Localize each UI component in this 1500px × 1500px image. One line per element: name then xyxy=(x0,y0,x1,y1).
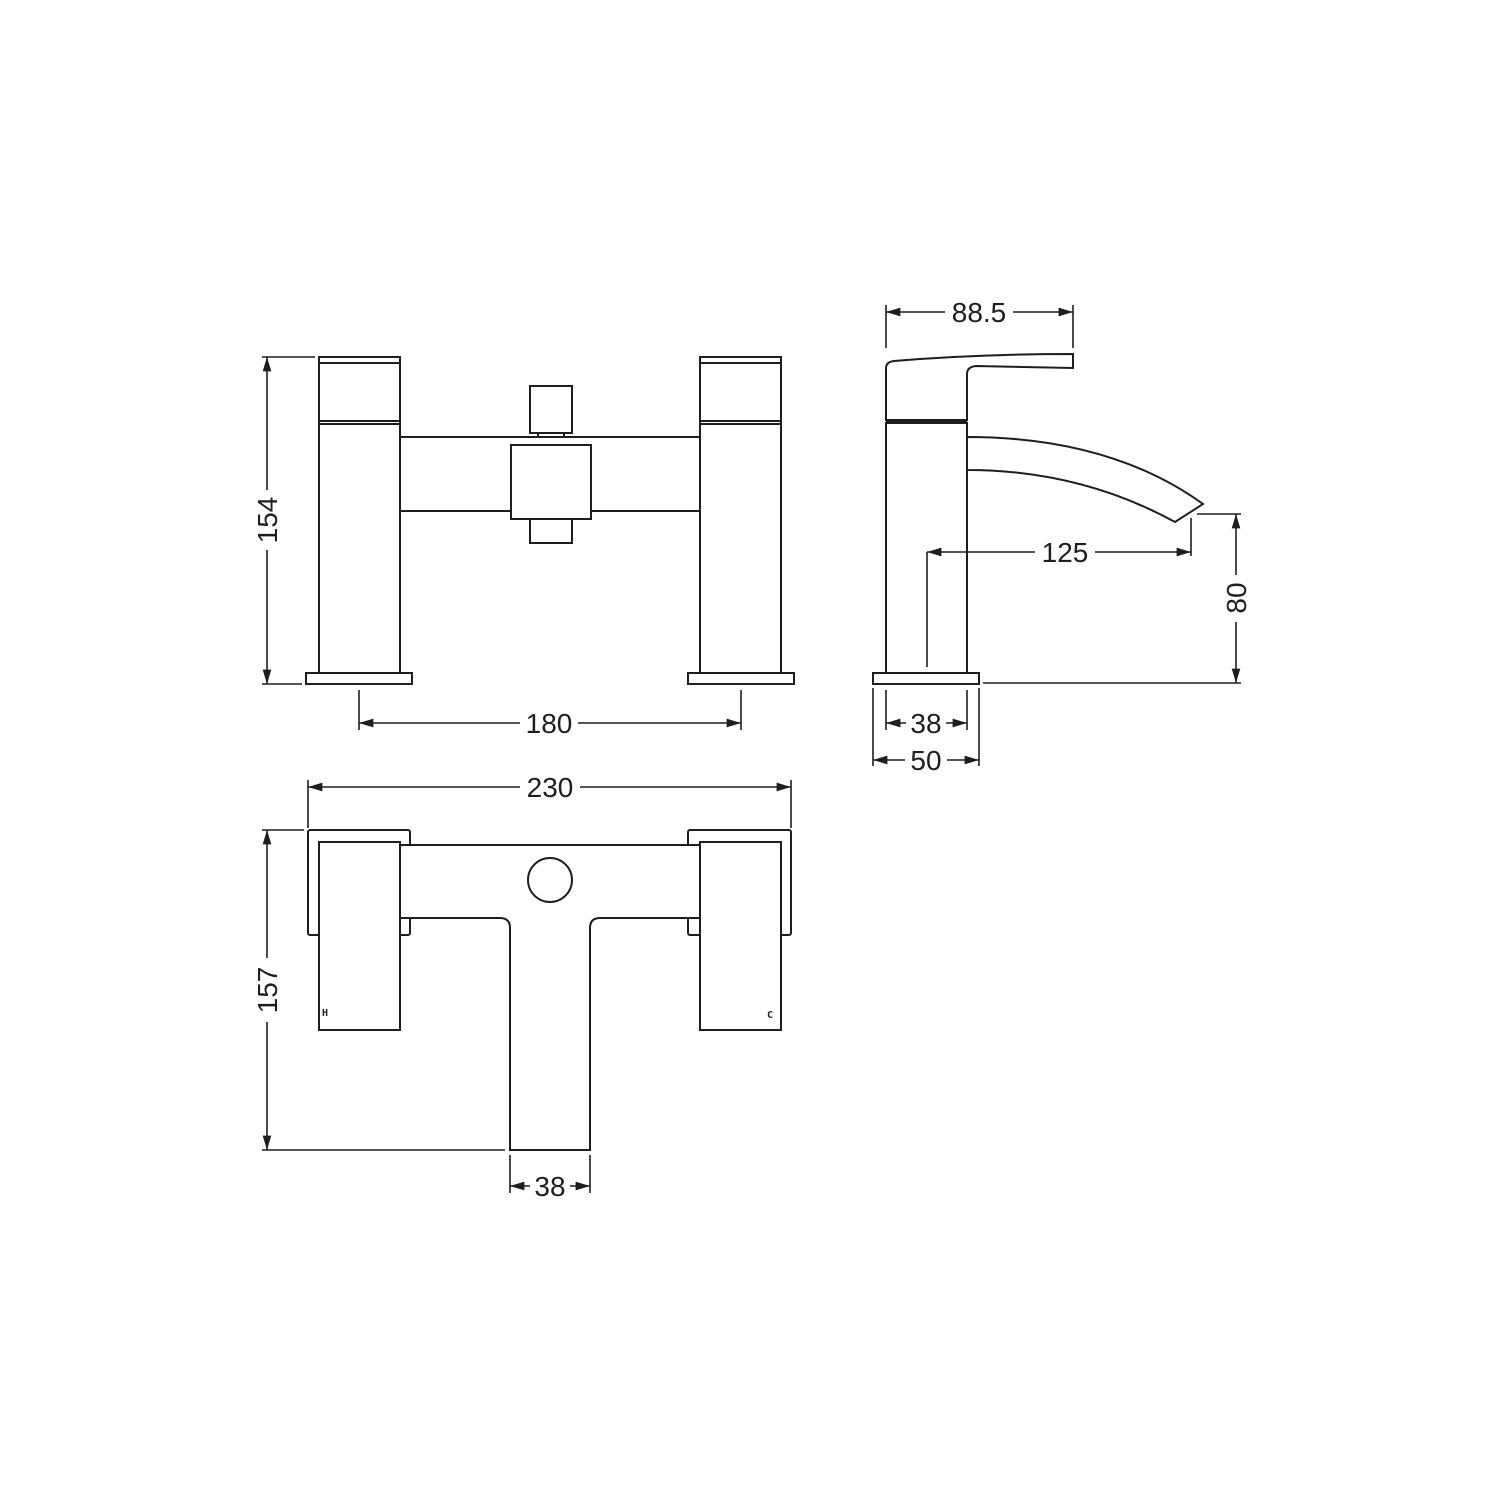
dimension-154: 154 xyxy=(252,356,315,685)
cold-mark: C xyxy=(767,1010,773,1021)
spout xyxy=(966,435,1205,524)
dim-label-230: 230 xyxy=(527,772,574,803)
dim-label-88-5: 88.5 xyxy=(952,297,1007,328)
dimension-180: 180 xyxy=(358,690,742,739)
dim-label-125: 125 xyxy=(1042,537,1089,568)
dim-label-38-top: 38 xyxy=(534,1171,565,1202)
diverter-knob-top xyxy=(527,857,573,903)
dimension-125: 125 xyxy=(926,518,1192,667)
hot-handle xyxy=(318,841,401,1031)
dimension-38-side: 38 xyxy=(885,690,968,739)
dim-label-80: 80 xyxy=(1221,582,1252,613)
hot-mark: H xyxy=(322,1008,328,1019)
front-view: 154 180 xyxy=(252,356,795,739)
dim-label-154: 154 xyxy=(252,497,283,544)
cold-handle xyxy=(699,841,782,1031)
dimension-38-top: 38 xyxy=(509,1155,591,1202)
right-pillar xyxy=(687,356,795,685)
diverter xyxy=(510,385,592,544)
dim-label-38-side: 38 xyxy=(910,708,941,739)
dimension-157: 157 xyxy=(252,829,505,1151)
dim-label-180: 180 xyxy=(526,708,573,739)
dimension-88-5: 88.5 xyxy=(885,297,1074,348)
top-body xyxy=(399,844,701,1151)
bridge-body xyxy=(400,436,700,512)
dim-label-157: 157 xyxy=(252,967,283,1014)
dimension-230: 230 xyxy=(307,772,792,828)
side-lever-handle xyxy=(885,352,1074,421)
left-pillar xyxy=(305,356,413,685)
dimension-80: 80 xyxy=(983,513,1252,684)
dimension-50: 50 xyxy=(872,688,980,776)
dim-label-50: 50 xyxy=(910,745,941,776)
top-view: H C 230 157 38 xyxy=(252,772,792,1202)
side-view: 88.5 125 80 38 50 xyxy=(872,297,1252,776)
